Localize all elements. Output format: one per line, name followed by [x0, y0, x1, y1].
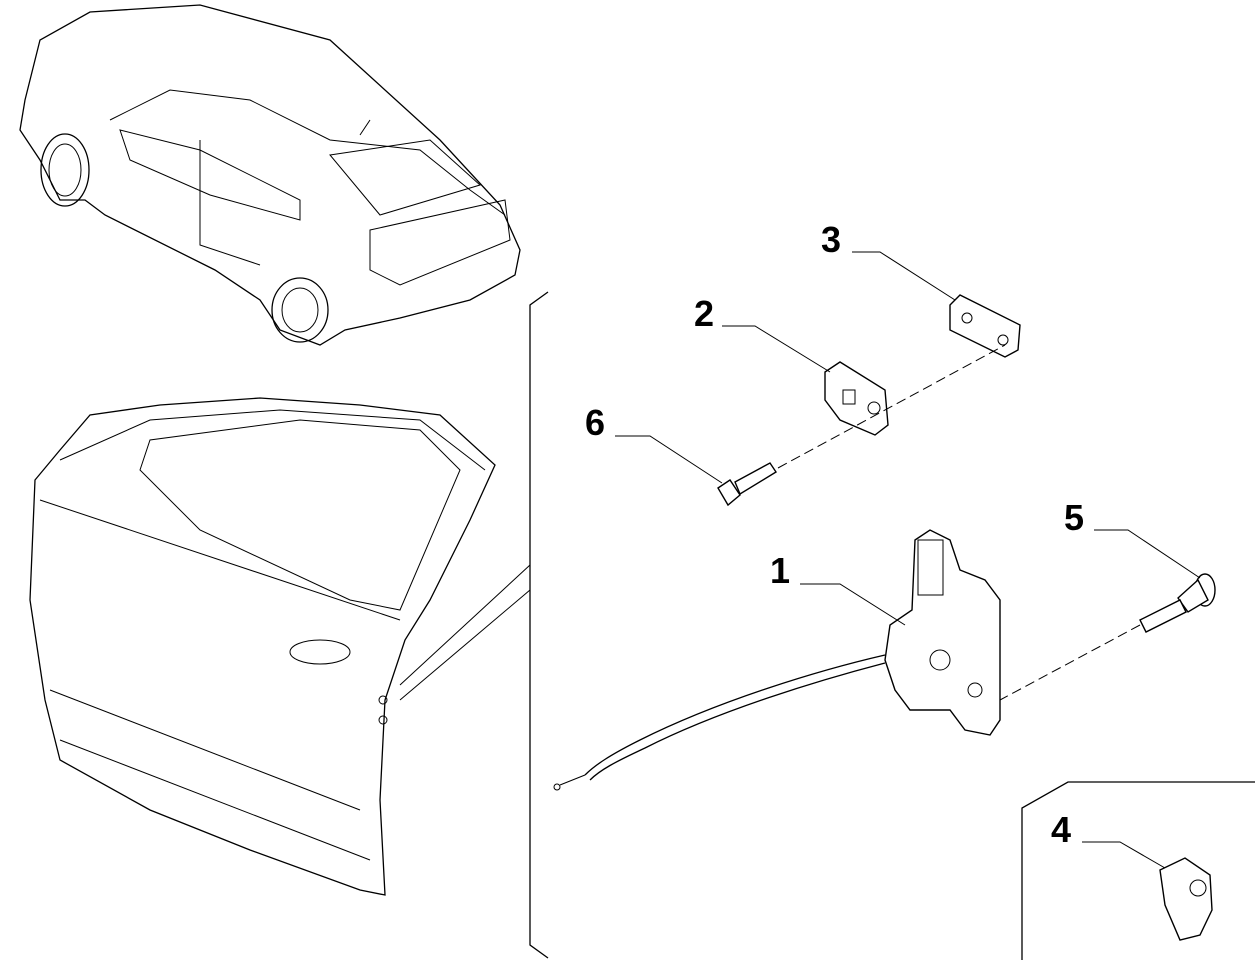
- leader-3: [852, 251, 956, 301]
- callout-6: 6: [585, 402, 606, 443]
- leader-5: [1094, 529, 1201, 579]
- door-illustration: [29, 397, 496, 896]
- leader-1: [800, 583, 906, 626]
- part-6-bolt: [717, 462, 777, 507]
- part-5-screw: [1139, 573, 1216, 633]
- group-bracket: [529, 291, 549, 959]
- leader-4: [1082, 841, 1166, 869]
- leader-6: [615, 435, 723, 484]
- callout-1: 1: [770, 550, 791, 591]
- car-overview-illustration: [19, 4, 521, 346]
- leader-door-to-group: [399, 564, 531, 701]
- part-4-clip: [1159, 857, 1213, 941]
- inset-bracket: [1021, 781, 1255, 960]
- part-2-striker: [824, 361, 889, 436]
- callout-5: 5: [1064, 497, 1085, 538]
- part-1-door-lock: [553, 529, 1001, 791]
- leader-2: [722, 325, 831, 373]
- callout-2: 2: [694, 293, 715, 334]
- callout-3: 3: [821, 219, 842, 260]
- callout-4: 4: [1051, 809, 1072, 850]
- part-3-gasket: [949, 294, 1021, 358]
